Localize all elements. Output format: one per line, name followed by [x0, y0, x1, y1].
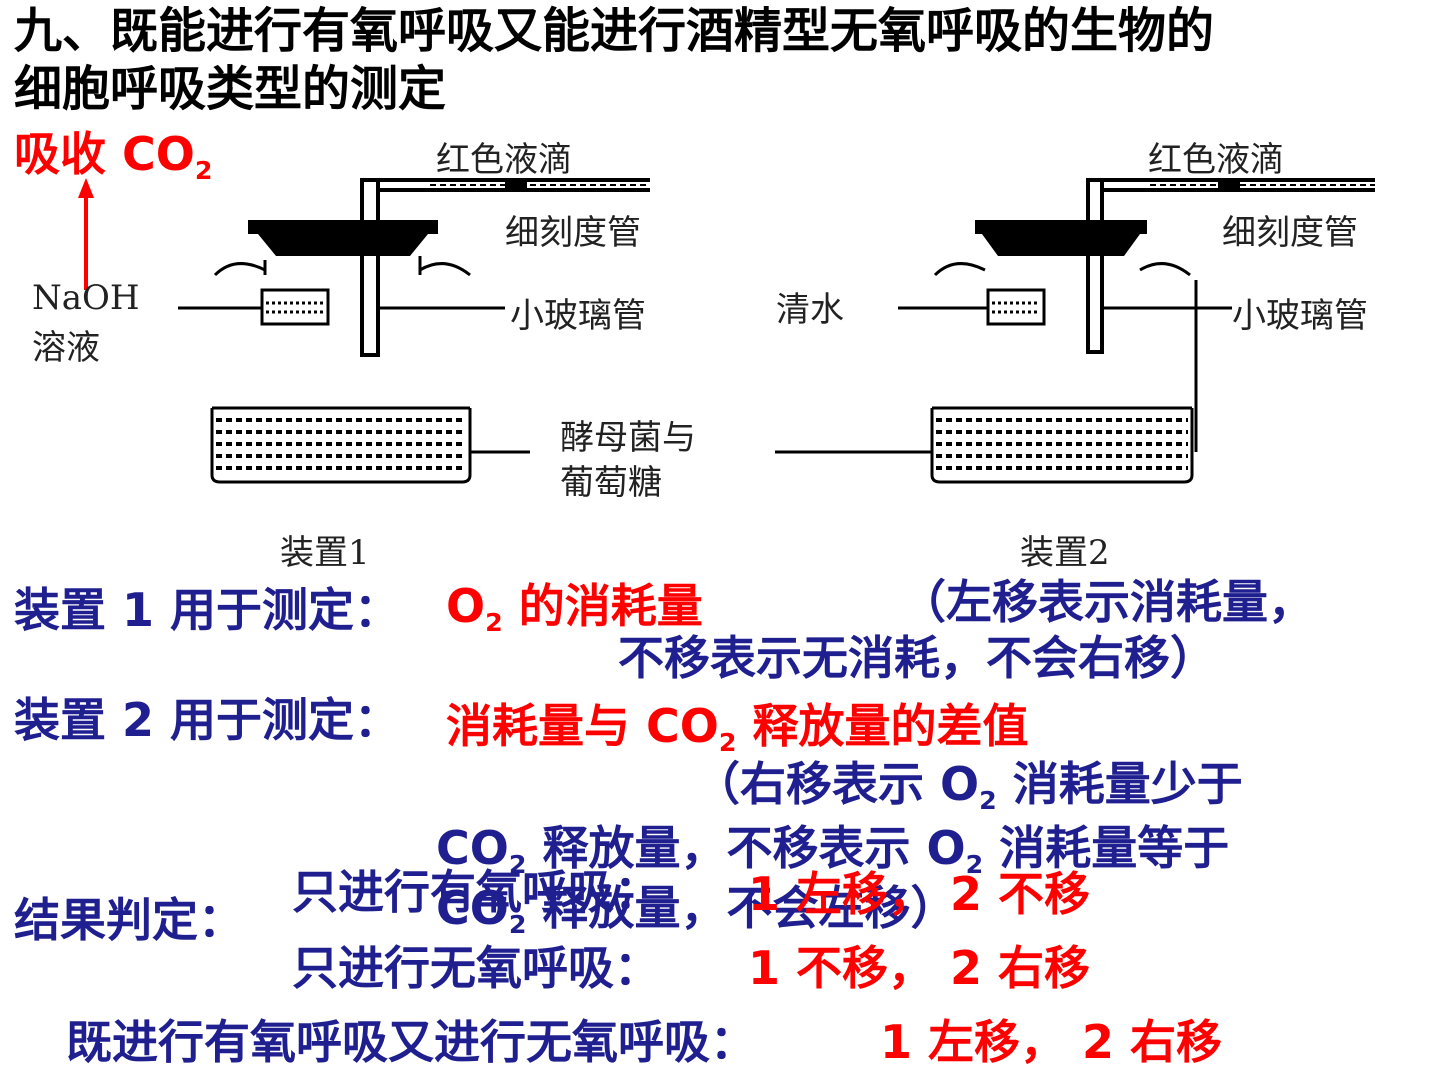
- label-scale-tube-1: 细刻度管: [505, 213, 641, 253]
- device-2-apparatus: [775, 178, 1375, 484]
- label-yeast-1: 酵母菌与: [560, 418, 696, 458]
- result-row-2-value: 1 不移， 2 右移: [748, 941, 1091, 995]
- device-2-label: 装置 2 用于测定：: [14, 693, 401, 747]
- label-naoh-2: 溶液: [32, 328, 100, 368]
- result-row-3-value: 1 左移， 2 右移: [880, 1015, 1223, 1069]
- device-2-note-line-1: （右移表示 O2 消耗量少于: [694, 757, 1243, 815]
- label-small-glass-tube-1: 小玻璃管: [510, 296, 646, 336]
- result-row-2-label: 只进行无氧呼吸：: [292, 941, 660, 995]
- absorb-arrow-head: [78, 178, 94, 198]
- red-drop-1: [505, 181, 527, 190]
- device-1-note-line-1: （左移表示消耗量，: [900, 575, 1314, 629]
- title-line-2: 细胞呼吸类型的测定: [14, 61, 447, 117]
- label-clear-water: 清水: [776, 290, 844, 330]
- device-1-label: 装置 1 用于测定：: [14, 583, 401, 637]
- label-scale-tube-2: 细刻度管: [1222, 213, 1358, 253]
- label-device-1: 装置1: [280, 533, 370, 573]
- label-device-2: 装置2: [1020, 533, 1110, 573]
- title-line-1: 九、既能进行有氧呼吸又能进行酒精型无氧呼吸的生物的: [14, 3, 1215, 59]
- result-row-1-label: 只进行有氧呼吸：: [292, 865, 660, 919]
- device-1-note-line-2: 不移表示无消耗，不会右移）: [618, 631, 1216, 685]
- label-small-glass-tube-2: 小玻璃管: [1232, 296, 1368, 336]
- red-drop-2: [1218, 181, 1240, 190]
- label-naoh-1: NaOH: [32, 278, 140, 318]
- device-1-apparatus: [178, 178, 650, 484]
- device-2-note-line-2: CO2 释放量，不移表示 O2 消耗量等于: [436, 821, 1230, 879]
- results-label: 结果判定：: [14, 893, 244, 947]
- device-2-note-line-3: CO2 释放量，不会左移）: [436, 881, 957, 939]
- result-row-1-value: 1 左移， 2 不移: [748, 867, 1091, 921]
- absorb-co2-label: 吸收 CO2: [14, 127, 213, 185]
- apparatus-diagram: [78, 178, 1375, 484]
- device-2-result: 消耗量与 CO2 释放量的差值: [446, 699, 1029, 757]
- label-red-drop-2: 红色液滴: [1148, 140, 1284, 180]
- label-yeast-2: 葡萄糖: [560, 463, 662, 503]
- device-1-result: O2 的消耗量: [446, 579, 703, 637]
- result-row-3-label: 既进行有氧呼吸又进行无氧呼吸：: [66, 1015, 756, 1069]
- label-red-drop-1: 红色液滴: [436, 140, 572, 180]
